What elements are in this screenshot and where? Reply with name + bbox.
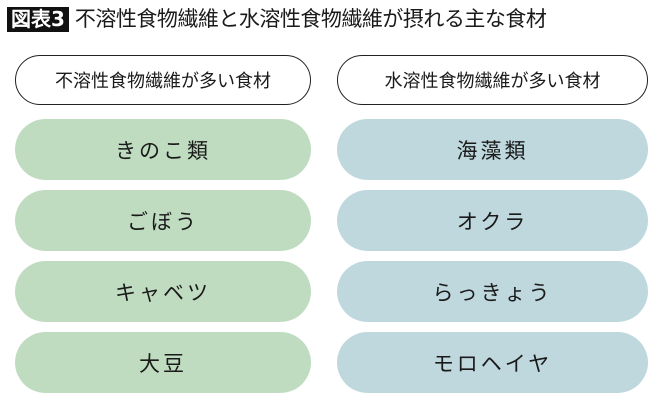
food-item: モロヘイヤ <box>337 332 648 393</box>
food-item: キャベツ <box>15 261 311 322</box>
soluble-fiber-column: 水溶性食物繊維が多い食材 海藻類 オクラ らっきょう モロヘイヤ <box>337 55 648 393</box>
food-item: ごぼう <box>15 190 311 251</box>
food-item: きのこ類 <box>15 119 311 180</box>
soluble-fiber-header: 水溶性食物繊維が多い食材 <box>337 55 648 105</box>
food-item: オクラ <box>337 190 648 251</box>
food-item: 海藻類 <box>337 119 648 180</box>
food-item: らっきょう <box>337 261 648 322</box>
insoluble-fiber-header: 不溶性食物繊維が多い食材 <box>15 55 311 105</box>
food-item: 大豆 <box>15 332 311 393</box>
insoluble-fiber-column: 不溶性食物繊維が多い食材 きのこ類 ごぼう キャベツ 大豆 <box>15 55 311 393</box>
figure-title: 不溶性食物繊維と水溶性食物繊維が摂れる主な食材 <box>74 7 547 31</box>
figure-label: 図表3 <box>7 7 69 32</box>
figure-title-row: 図表3 不溶性食物繊維と水溶性食物繊維が摂れる主な食材 <box>7 6 547 33</box>
